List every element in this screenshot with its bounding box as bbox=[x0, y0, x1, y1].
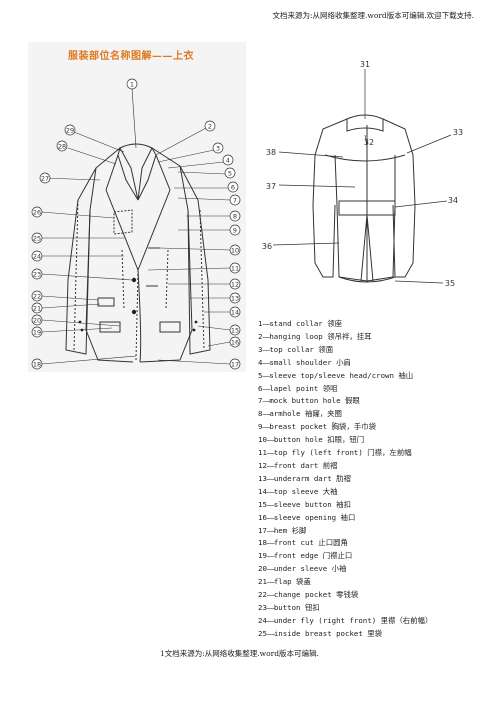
legend-item: 19——front edge 门襟止口 bbox=[258, 551, 353, 561]
svg-text:25: 25 bbox=[33, 235, 41, 243]
svg-text:4: 4 bbox=[226, 157, 230, 165]
callout-19: 19 bbox=[31, 326, 43, 338]
svg-text:13: 13 bbox=[231, 295, 239, 303]
legend-item: 14——top sleeve 大袖 bbox=[258, 486, 338, 496]
callout-36: 36 bbox=[262, 242, 272, 251]
svg-text:3: 3 bbox=[216, 145, 220, 153]
callout-31: 31 bbox=[360, 60, 370, 69]
svg-text:14: 14 bbox=[231, 309, 239, 317]
callout-33: 33 bbox=[453, 128, 463, 137]
legend-item: 8——armhole 袖窿，夹圈 bbox=[258, 409, 342, 419]
callout-1: 1 bbox=[126, 78, 138, 90]
callout-16: 16 bbox=[229, 336, 241, 348]
legend-item: 7——mock button hole 假眼 bbox=[258, 396, 360, 406]
callout-28: 28 bbox=[56, 140, 68, 152]
svg-text:21: 21 bbox=[33, 305, 41, 313]
svg-text:28: 28 bbox=[58, 143, 66, 151]
callout-38: 38 bbox=[266, 148, 276, 157]
callout-13: 13 bbox=[229, 292, 241, 304]
svg-text:22: 22 bbox=[33, 293, 41, 301]
callout-6: 6 bbox=[227, 181, 239, 193]
legend-item: 17——hem 衫脚 bbox=[258, 525, 307, 535]
svg-text:17: 17 bbox=[231, 361, 239, 369]
svg-text:29: 29 bbox=[66, 127, 74, 135]
legend-item: 20——under sleeve 小袖 bbox=[258, 564, 347, 574]
callout-18: 18 bbox=[31, 358, 43, 370]
legend-item: 15——sleeve button 袖扣 bbox=[258, 499, 351, 509]
callout-7: 7 bbox=[229, 194, 241, 206]
svg-text:7: 7 bbox=[233, 197, 237, 205]
callout-23: 23 bbox=[31, 268, 43, 280]
callout-12: 12 bbox=[229, 278, 241, 290]
callout-5: 5 bbox=[224, 167, 236, 179]
callout-8: 8 bbox=[229, 210, 241, 222]
svg-text:24: 24 bbox=[33, 253, 41, 261]
legend-item: 18——front cut 止口圆角 bbox=[258, 538, 348, 548]
callout-9: 9 bbox=[229, 224, 241, 236]
legend-item: 1——stand collar 领座 bbox=[258, 319, 342, 328]
callout-14: 14 bbox=[229, 306, 241, 318]
legend-item: 9——breast pocket 胸袋，手巾袋 bbox=[258, 422, 376, 432]
svg-text:8: 8 bbox=[233, 213, 237, 221]
callout-32: 32 bbox=[364, 138, 374, 147]
callout-17: 17 bbox=[229, 358, 241, 370]
legend-item: 12——front dart 前褶 bbox=[258, 460, 338, 470]
callout-29: 29 bbox=[64, 124, 76, 136]
jacket-back-diagram: 31 32 33 34 35 36 37 38 bbox=[262, 60, 463, 288]
svg-text:27: 27 bbox=[41, 175, 49, 183]
callout-3: 3 bbox=[212, 142, 224, 154]
callout-26: 26 bbox=[31, 206, 43, 218]
header-note: 文档来源为:从网络收集整理.word版本可编辑.欢迎下载支持. bbox=[272, 11, 475, 20]
svg-text:18: 18 bbox=[33, 361, 41, 369]
svg-text:10: 10 bbox=[231, 247, 239, 255]
callout-4: 4 bbox=[222, 154, 234, 166]
svg-text:20: 20 bbox=[33, 317, 41, 325]
callout-2: 2 bbox=[204, 120, 216, 132]
footer-note: 1文档来源为:从网络收集整理.word版本可编辑. bbox=[160, 649, 319, 658]
legend-item: 24——under fly (right front) 里襟（右前幅） bbox=[258, 615, 433, 625]
legend-item: 3——top collar 领面 bbox=[258, 344, 334, 354]
callout-34: 34 bbox=[448, 196, 458, 205]
callout-25: 25 bbox=[31, 232, 43, 244]
jacket-front-diagram: 1 2 3 4 5 6 7 8 9 10 11 12 13 14 15 16 1… bbox=[31, 78, 241, 370]
svg-text:12: 12 bbox=[231, 281, 239, 289]
jacket-front-diagram-panel bbox=[28, 42, 246, 372]
legend-item: 2——hanging loop 领吊袢，挂耳 bbox=[258, 331, 372, 341]
legend-item: 11——top fly (left front) 门襟，左前幅 bbox=[258, 448, 412, 458]
svg-text:9: 9 bbox=[233, 227, 237, 235]
legend-item: 16——sleeve opening 袖口 bbox=[258, 512, 356, 522]
callout-20: 20 bbox=[31, 314, 43, 326]
legend-item: 5——sleeve top/sleeve head/crown 袖山 bbox=[258, 370, 414, 380]
legend-item: 4——small shoulder 小肩 bbox=[258, 357, 351, 367]
legend-item: 23——button 钮扣 bbox=[258, 602, 320, 612]
callout-37: 37 bbox=[266, 182, 276, 191]
svg-text:11: 11 bbox=[231, 265, 239, 273]
svg-text:26: 26 bbox=[33, 209, 41, 217]
legend-item: 6——lapel point 领咀 bbox=[258, 383, 338, 393]
callout-15: 15 bbox=[229, 324, 241, 336]
callout-21: 21 bbox=[31, 302, 43, 314]
svg-text:1: 1 bbox=[130, 81, 134, 89]
callout-27: 27 bbox=[39, 172, 51, 184]
svg-text:16: 16 bbox=[231, 339, 239, 347]
legend-item: 21——flap 袋盖 bbox=[258, 577, 311, 587]
svg-text:2: 2 bbox=[208, 123, 212, 131]
legend-item: 25——inside breast pocket 里袋 bbox=[258, 628, 383, 638]
callout-11: 11 bbox=[229, 262, 241, 274]
svg-text:6: 6 bbox=[231, 184, 235, 192]
callout-35: 35 bbox=[445, 279, 455, 288]
callout-24: 24 bbox=[31, 250, 43, 262]
svg-text:19: 19 bbox=[33, 329, 41, 337]
svg-text:15: 15 bbox=[231, 327, 239, 335]
legend-item: 22——change pocket 零钱袋 bbox=[258, 590, 359, 600]
parts-legend: 1——stand collar 领座 2——hanging loop 领吊袢，挂… bbox=[258, 318, 488, 641]
svg-text:23: 23 bbox=[33, 271, 41, 279]
diagram-title: 服装部位名称图解——上衣 bbox=[68, 51, 194, 62]
legend-item: 10——button hole 扣眼，钮门 bbox=[258, 435, 365, 445]
svg-text:5: 5 bbox=[228, 170, 232, 178]
callout-10: 10 bbox=[229, 244, 241, 256]
legend-item: 13——underarm dart 肋褶 bbox=[258, 473, 351, 483]
callout-22: 22 bbox=[31, 290, 43, 302]
